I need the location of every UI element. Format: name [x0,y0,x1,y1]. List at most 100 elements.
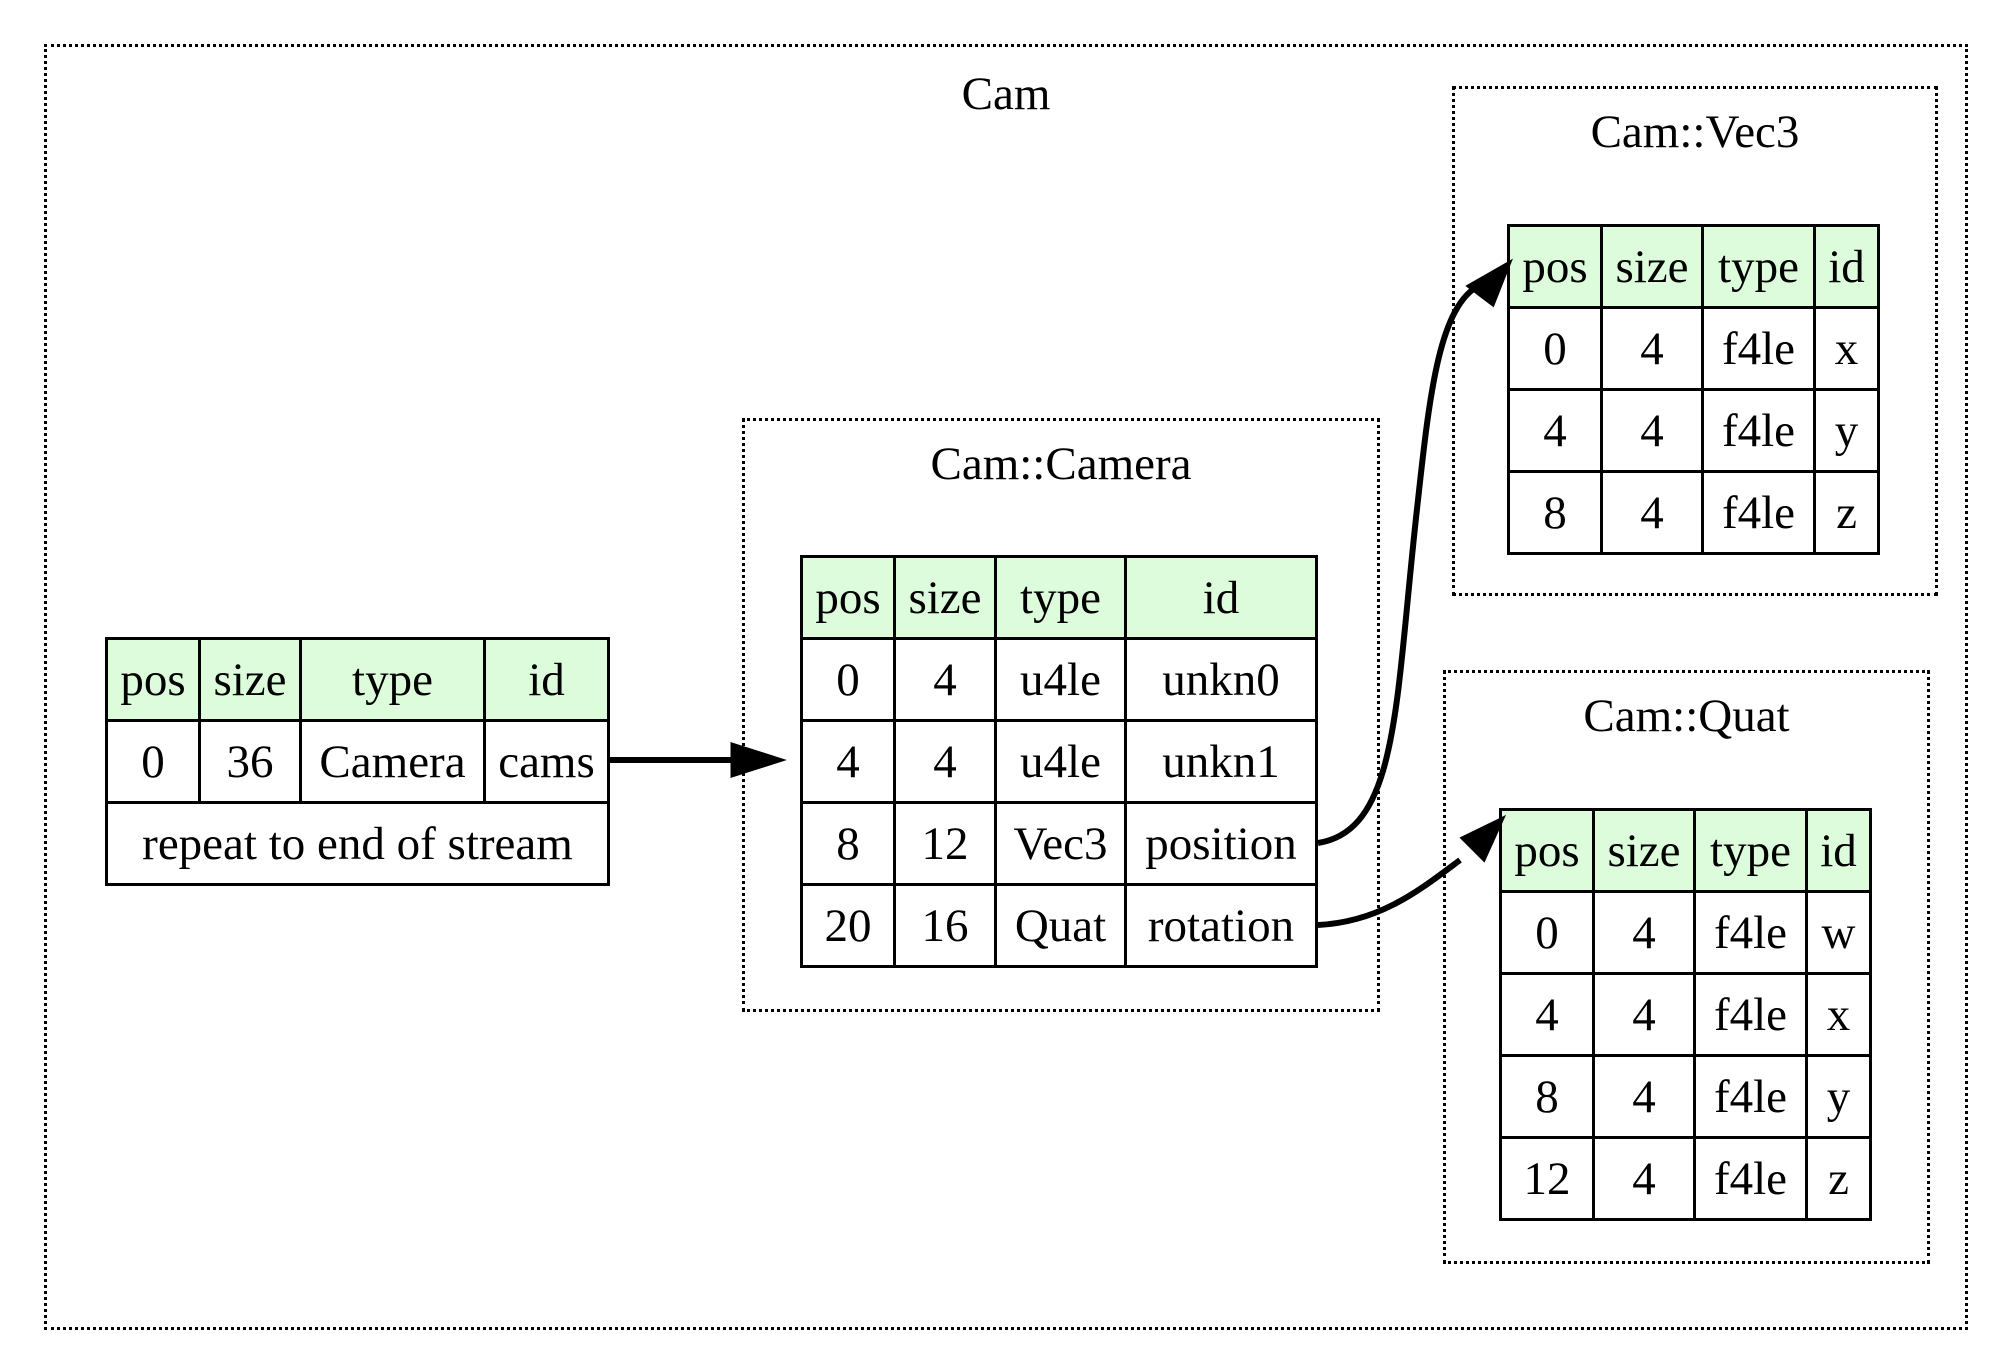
table-header-row: pos size type id [800,555,1318,640]
table-row: 0 4 f4le w [1499,890,1872,975]
cell-type: f4le [1693,1136,1808,1221]
cell-id: z [1813,470,1880,555]
header-type: type [1701,224,1816,309]
cell-id: x [1805,972,1872,1057]
cell-pos: 0 [800,637,896,722]
cell-id: y [1805,1054,1872,1139]
header-pos: pos [800,555,896,640]
table-header-row: pos size type id [1499,808,1872,893]
table-row: 4 4 u4le unkn1 [800,719,1318,804]
cell-pos: 0 [1499,890,1595,975]
cell-pos: 20 [800,883,896,968]
cell-size: 4 [1592,890,1696,975]
cell-type: Quat [994,883,1127,968]
cell-type: u4le [994,719,1127,804]
cell-id: y [1813,388,1880,473]
cell-size: 16 [893,883,997,968]
table-row: 0 4 f4le x [1507,306,1880,391]
quat-cluster-title: Cam::Quat [1583,690,1790,742]
table-header-row: pos size type id [105,637,610,722]
cell-size: 4 [893,719,997,804]
quat-cluster: Cam::Quat [1443,670,1930,1264]
cell-type: f4le [1701,470,1816,555]
cell-size: 4 [1592,1136,1696,1221]
header-type: type [1693,808,1808,893]
cell-pos: 4 [1499,972,1595,1057]
table-row: 8 12 Vec3 position [800,801,1318,886]
repeat-note: repeat to end of stream [105,801,610,886]
cell-pos: 4 [800,719,896,804]
cell-pos: 12 [1499,1136,1595,1221]
cell-size: 4 [893,637,997,722]
cell-size: 12 [893,801,997,886]
cell-pos: 0 [1507,306,1603,391]
table-row: 4 4 f4le y [1507,388,1880,473]
vec3-cluster: Cam::Vec3 [1452,86,1938,596]
arrowhead-vec3 [1465,258,1513,308]
cell-pos: 8 [1507,470,1603,555]
table-header-row: pos size type id [1507,224,1880,309]
cell-size: 4 [1600,388,1704,473]
cam-cluster-title: Cam [961,68,1051,120]
header-type: type [994,555,1127,640]
cell-id: z [1805,1136,1872,1221]
table-row: 12 4 f4le z [1499,1136,1872,1221]
header-id: id [1813,224,1880,309]
arrowhead-camera [730,741,787,779]
cell-id: cams [483,719,610,804]
vec3-cluster-title: Cam::Vec3 [1590,106,1800,158]
cell-id: unkn1 [1124,719,1318,804]
cell-type: f4le [1693,1054,1808,1139]
header-size: size [1592,808,1696,893]
cell-id: x [1813,306,1880,391]
header-pos: pos [1499,808,1595,893]
camera-seq-table: pos size type id 0 4 u4le unkn0 4 4 u4le… [800,555,1318,968]
arrowhead-quat [1459,814,1507,863]
cell-size: 4 [1600,470,1704,555]
cell-type: Vec3 [994,801,1127,886]
cell-type: f4le [1701,388,1816,473]
cell-type: u4le [994,637,1127,722]
cell-pos: 4 [1507,388,1603,473]
header-id: id [1124,555,1318,640]
table-row: 4 4 f4le x [1499,972,1872,1057]
edge-position-to-vec3 [1317,282,1482,846]
table-row: 20 16 Quat rotation [800,883,1318,968]
table-row: 8 4 f4le z [1507,470,1880,555]
header-size: size [893,555,997,640]
repeat-row: repeat to end of stream [105,801,610,886]
vec3-seq-table: pos size type id 0 4 f4le x 4 4 f4le y 8… [1507,224,1880,555]
header-pos: pos [105,637,201,722]
camera-cluster: Cam::Camera [742,418,1380,1012]
header-size: size [1600,224,1704,309]
quat-seq-table: pos size type id 0 4 f4le w 4 4 f4le x 8… [1499,808,1872,1221]
cell-id: unkn0 [1124,637,1318,722]
edge-rotation-to-quat [1317,857,1462,928]
cell-type: f4le [1693,972,1808,1057]
cam-seq-table: pos size type id 0 36 Camera cams repeat… [105,637,610,886]
header-size: size [198,637,302,722]
cell-size: 36 [198,719,302,804]
table-row: 0 4 u4le unkn0 [800,637,1318,722]
cell-id: position [1124,801,1318,886]
cam-cluster: Cam [44,44,1968,1330]
cell-type: f4le [1701,306,1816,391]
table-row: 8 4 f4le y [1499,1054,1872,1139]
cell-size: 4 [1592,1054,1696,1139]
camera-cluster-title: Cam::Camera [930,438,1192,490]
cell-size: 4 [1600,306,1704,391]
cell-size: 4 [1592,972,1696,1057]
cell-pos: 8 [800,801,896,886]
cell-pos: 8 [1499,1054,1595,1139]
cell-id: rotation [1124,883,1318,968]
header-type: type [299,637,486,722]
cell-type: Camera [299,719,486,804]
cell-pos: 0 [105,719,201,804]
header-pos: pos [1507,224,1603,309]
header-id: id [1805,808,1872,893]
cell-id: w [1805,890,1872,975]
table-row: 0 36 Camera cams [105,719,610,804]
header-id: id [483,637,610,722]
cell-type: f4le [1693,890,1808,975]
